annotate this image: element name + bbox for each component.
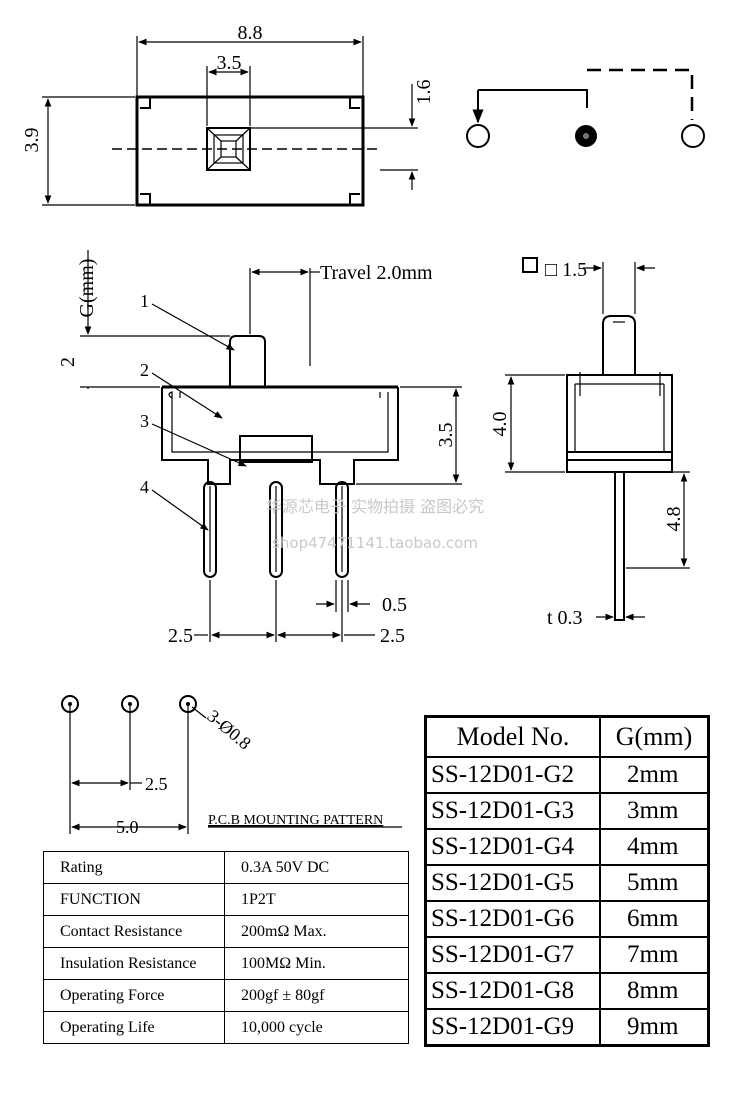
model-g: 3mm — [599, 792, 710, 830]
model-row: SS-12D01-G9 9mm — [424, 1008, 710, 1047]
watermark-line-1: 华源芯电子 实物拍摄 盗图必究 — [266, 497, 484, 516]
terminal-right — [681, 124, 705, 148]
dim-3-5-top: 3.5 — [217, 52, 242, 74]
spec-row: Operating Force 200gf ± 80gf — [43, 979, 409, 1012]
dim-t-0-3: t 0.3 — [547, 607, 583, 629]
dim-3-9: 3.9 — [21, 128, 43, 153]
pcb-dim-2-5: 2.5 — [145, 774, 168, 794]
spec-key: Operating Life — [43, 1011, 225, 1044]
side-view: □ 1.5 4.0 4.8 t 0.3 — [489, 257, 690, 629]
model-number: SS-12D01-G3 — [424, 792, 601, 830]
spec-value: 100MΩ Min. — [224, 947, 409, 980]
callout-3: 3 — [140, 411, 149, 431]
spec-row: Contact Resistance 200mΩ Max. — [43, 915, 409, 948]
dim-2-5-left: 2.5 — [168, 625, 193, 647]
spec-value: 10,000 cycle — [224, 1011, 409, 1044]
model-number: SS-12D01-G6 — [424, 900, 601, 938]
corner-marks — [140, 98, 360, 204]
spec-table: Rating 0.3A 50V DC FUNCTION 1P2T Contact… — [43, 851, 409, 1044]
model-g: 9mm — [599, 1008, 710, 1047]
pcb-dim-5-0: 5.0 — [116, 817, 139, 837]
side-actuator — [602, 315, 636, 375]
model-row: SS-12D01-G7 7mm — [424, 936, 710, 974]
model-header: Model No. — [424, 715, 601, 758]
pcb-pattern: 2.5 5.0 3-Ø0.8 P.C.B MOUNTING PATTERN — [61, 695, 402, 837]
model-g: 2mm — [599, 756, 710, 794]
model-g: 7mm — [599, 936, 710, 974]
model-g: 8mm — [599, 972, 710, 1010]
model-number: SS-12D01-G5 — [424, 864, 601, 902]
dim-8-8: 8.8 — [238, 22, 263, 44]
spec-key: Operating Force — [43, 979, 225, 1012]
slider — [239, 435, 313, 463]
model-number: SS-12D01-G7 — [424, 936, 601, 974]
model-row: SS-12D01-G6 6mm — [424, 900, 710, 938]
model-number: SS-12D01-G2 — [424, 756, 601, 794]
model-table: Model No. G(mm) SS-12D01-G2 2mm SS-12D01… — [424, 715, 710, 1047]
spec-key: Rating — [43, 851, 225, 884]
spec-key: Insulation Resistance — [43, 947, 225, 980]
travel-label: Travel 2.0mm — [320, 262, 433, 284]
dim-4-0: 4.0 — [489, 412, 511, 437]
model-row: SS-12D01-G4 4mm — [424, 828, 710, 866]
top-view: 8.8 3.5 3.9 1.6 — [21, 22, 435, 207]
side-pin — [614, 471, 625, 621]
model-row: SS-12D01-G3 3mm — [424, 792, 710, 830]
terminal-left — [466, 124, 490, 148]
pcb-title: P.C.B MOUNTING PATTERN — [208, 813, 383, 828]
dim-3-5-front: 3.5 — [435, 423, 457, 448]
pin-center — [269, 481, 283, 578]
dim-1-6: 1.6 — [413, 80, 435, 105]
dim-4-8: 4.8 — [663, 507, 685, 532]
model-number: SS-12D01-G4 — [424, 828, 601, 866]
model-g: 6mm — [599, 900, 710, 938]
actuator — [229, 335, 266, 387]
side-housing — [566, 374, 673, 461]
pcb-hole-label: 3-Ø0.8 — [203, 706, 255, 754]
callout-1: 1 — [140, 291, 149, 311]
model-number: SS-12D01-G8 — [424, 972, 601, 1010]
model-number: SS-12D01-G9 — [424, 1008, 601, 1047]
front-view: G(mm) 2 Travel 2.0mm 3.5 1 2 3 4 0.5 — [57, 250, 462, 647]
model-row: SS-12D01-G5 5mm — [424, 864, 710, 902]
model-g: 5mm — [599, 864, 710, 902]
g-header: G(mm) — [599, 715, 710, 758]
dim-2: 2 — [57, 357, 79, 367]
spec-row: Insulation Resistance 100MΩ Min. — [43, 947, 409, 980]
callout-4: 4 — [140, 477, 149, 497]
spec-value: 0.3A 50V DC — [224, 851, 409, 884]
watermark-line-2: shop47471141.taobao.com — [272, 534, 478, 552]
model-header-row: Model No. G(mm) — [424, 715, 710, 758]
spec-key: FUNCTION — [43, 883, 225, 916]
switch-schematic — [466, 68, 705, 148]
pin-right — [335, 481, 349, 578]
dim-1-5: □ 1.5 — [545, 259, 587, 281]
dim-g: G(mm) — [76, 259, 98, 318]
spec-value: 200mΩ Max. — [224, 915, 409, 948]
schematic-wire — [478, 89, 588, 108]
spec-row: FUNCTION 1P2T — [43, 883, 409, 916]
spec-row: Rating 0.3A 50V DC — [43, 851, 409, 884]
callout-2: 2 — [140, 360, 149, 380]
model-row: SS-12D01-G8 8mm — [424, 972, 710, 1010]
dim-0-5: 0.5 — [382, 594, 407, 616]
housing — [161, 387, 399, 485]
model-row: SS-12D01-G2 2mm — [424, 756, 710, 794]
side-base — [566, 451, 673, 473]
spec-key: Contact Resistance — [43, 915, 225, 948]
spec-row: Operating Life 10,000 cycle — [43, 1011, 409, 1044]
spec-value: 200gf ± 80gf — [224, 979, 409, 1012]
dim-2-5-right: 2.5 — [380, 625, 405, 647]
model-g: 4mm — [599, 828, 710, 866]
spec-value: 1P2T — [224, 883, 409, 916]
schematic-dashed-wire — [587, 68, 694, 120]
